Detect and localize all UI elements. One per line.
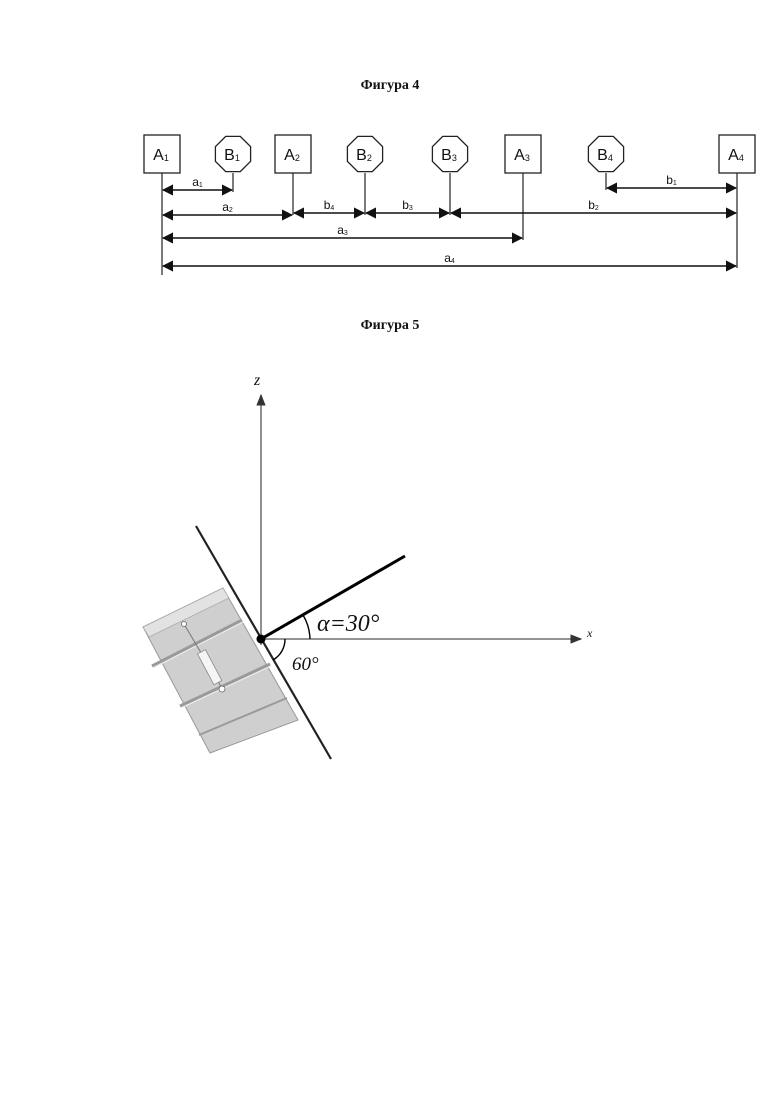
dimension-label-a1: a1 xyxy=(192,175,203,189)
pivot-point xyxy=(257,635,266,644)
node-a3: A3 xyxy=(505,135,541,240)
node-b1: B1 xyxy=(215,136,250,192)
dimension-label-b4: b4 xyxy=(324,198,335,212)
dimension-label-b1: b1 xyxy=(666,173,677,187)
dimension-label-a4: a4 xyxy=(444,251,455,265)
dimension-a1: a1 xyxy=(163,175,232,190)
solar-panel xyxy=(143,588,298,753)
node-a2: A2 xyxy=(275,135,311,215)
node-a1: A1 xyxy=(144,135,180,275)
dimension-a3: a3 xyxy=(163,223,522,238)
figure-4-diagram: A1 B1 A2 B2 B3 A3 B4 A4 a1 b1 a2 b4 b3 b2 a3 a4 xyxy=(144,135,755,275)
dimension-a4: a4 xyxy=(163,251,736,266)
dimension-b2: b2 xyxy=(451,198,736,213)
dimension-a2: a2 xyxy=(163,200,292,215)
node-b3: B3 xyxy=(432,136,467,215)
dimension-b4: b4 xyxy=(294,198,364,213)
dimension-b1: b1 xyxy=(607,173,736,188)
node-b4: B4 xyxy=(588,136,623,190)
x-axis-label: x xyxy=(586,626,593,640)
plate-angle-arc xyxy=(273,639,285,660)
dimension-label-a3: a3 xyxy=(337,223,348,237)
alpha-arc xyxy=(303,615,310,639)
node-b2: B2 xyxy=(347,136,382,215)
figure-5-diagram: z x α=30° 60° xyxy=(143,372,593,759)
dimension-label-b2: b2 xyxy=(588,198,599,212)
dimension-label-a2: a2 xyxy=(222,200,233,214)
dimension-label-b3: b3 xyxy=(402,198,413,212)
z-axis-label: z xyxy=(253,372,261,389)
dimension-b3: b3 xyxy=(366,198,449,213)
plate-angle-label: 60° xyxy=(292,654,319,675)
node-a4: A4 xyxy=(719,135,755,268)
alpha-angle-label: α=30° xyxy=(317,611,380,637)
